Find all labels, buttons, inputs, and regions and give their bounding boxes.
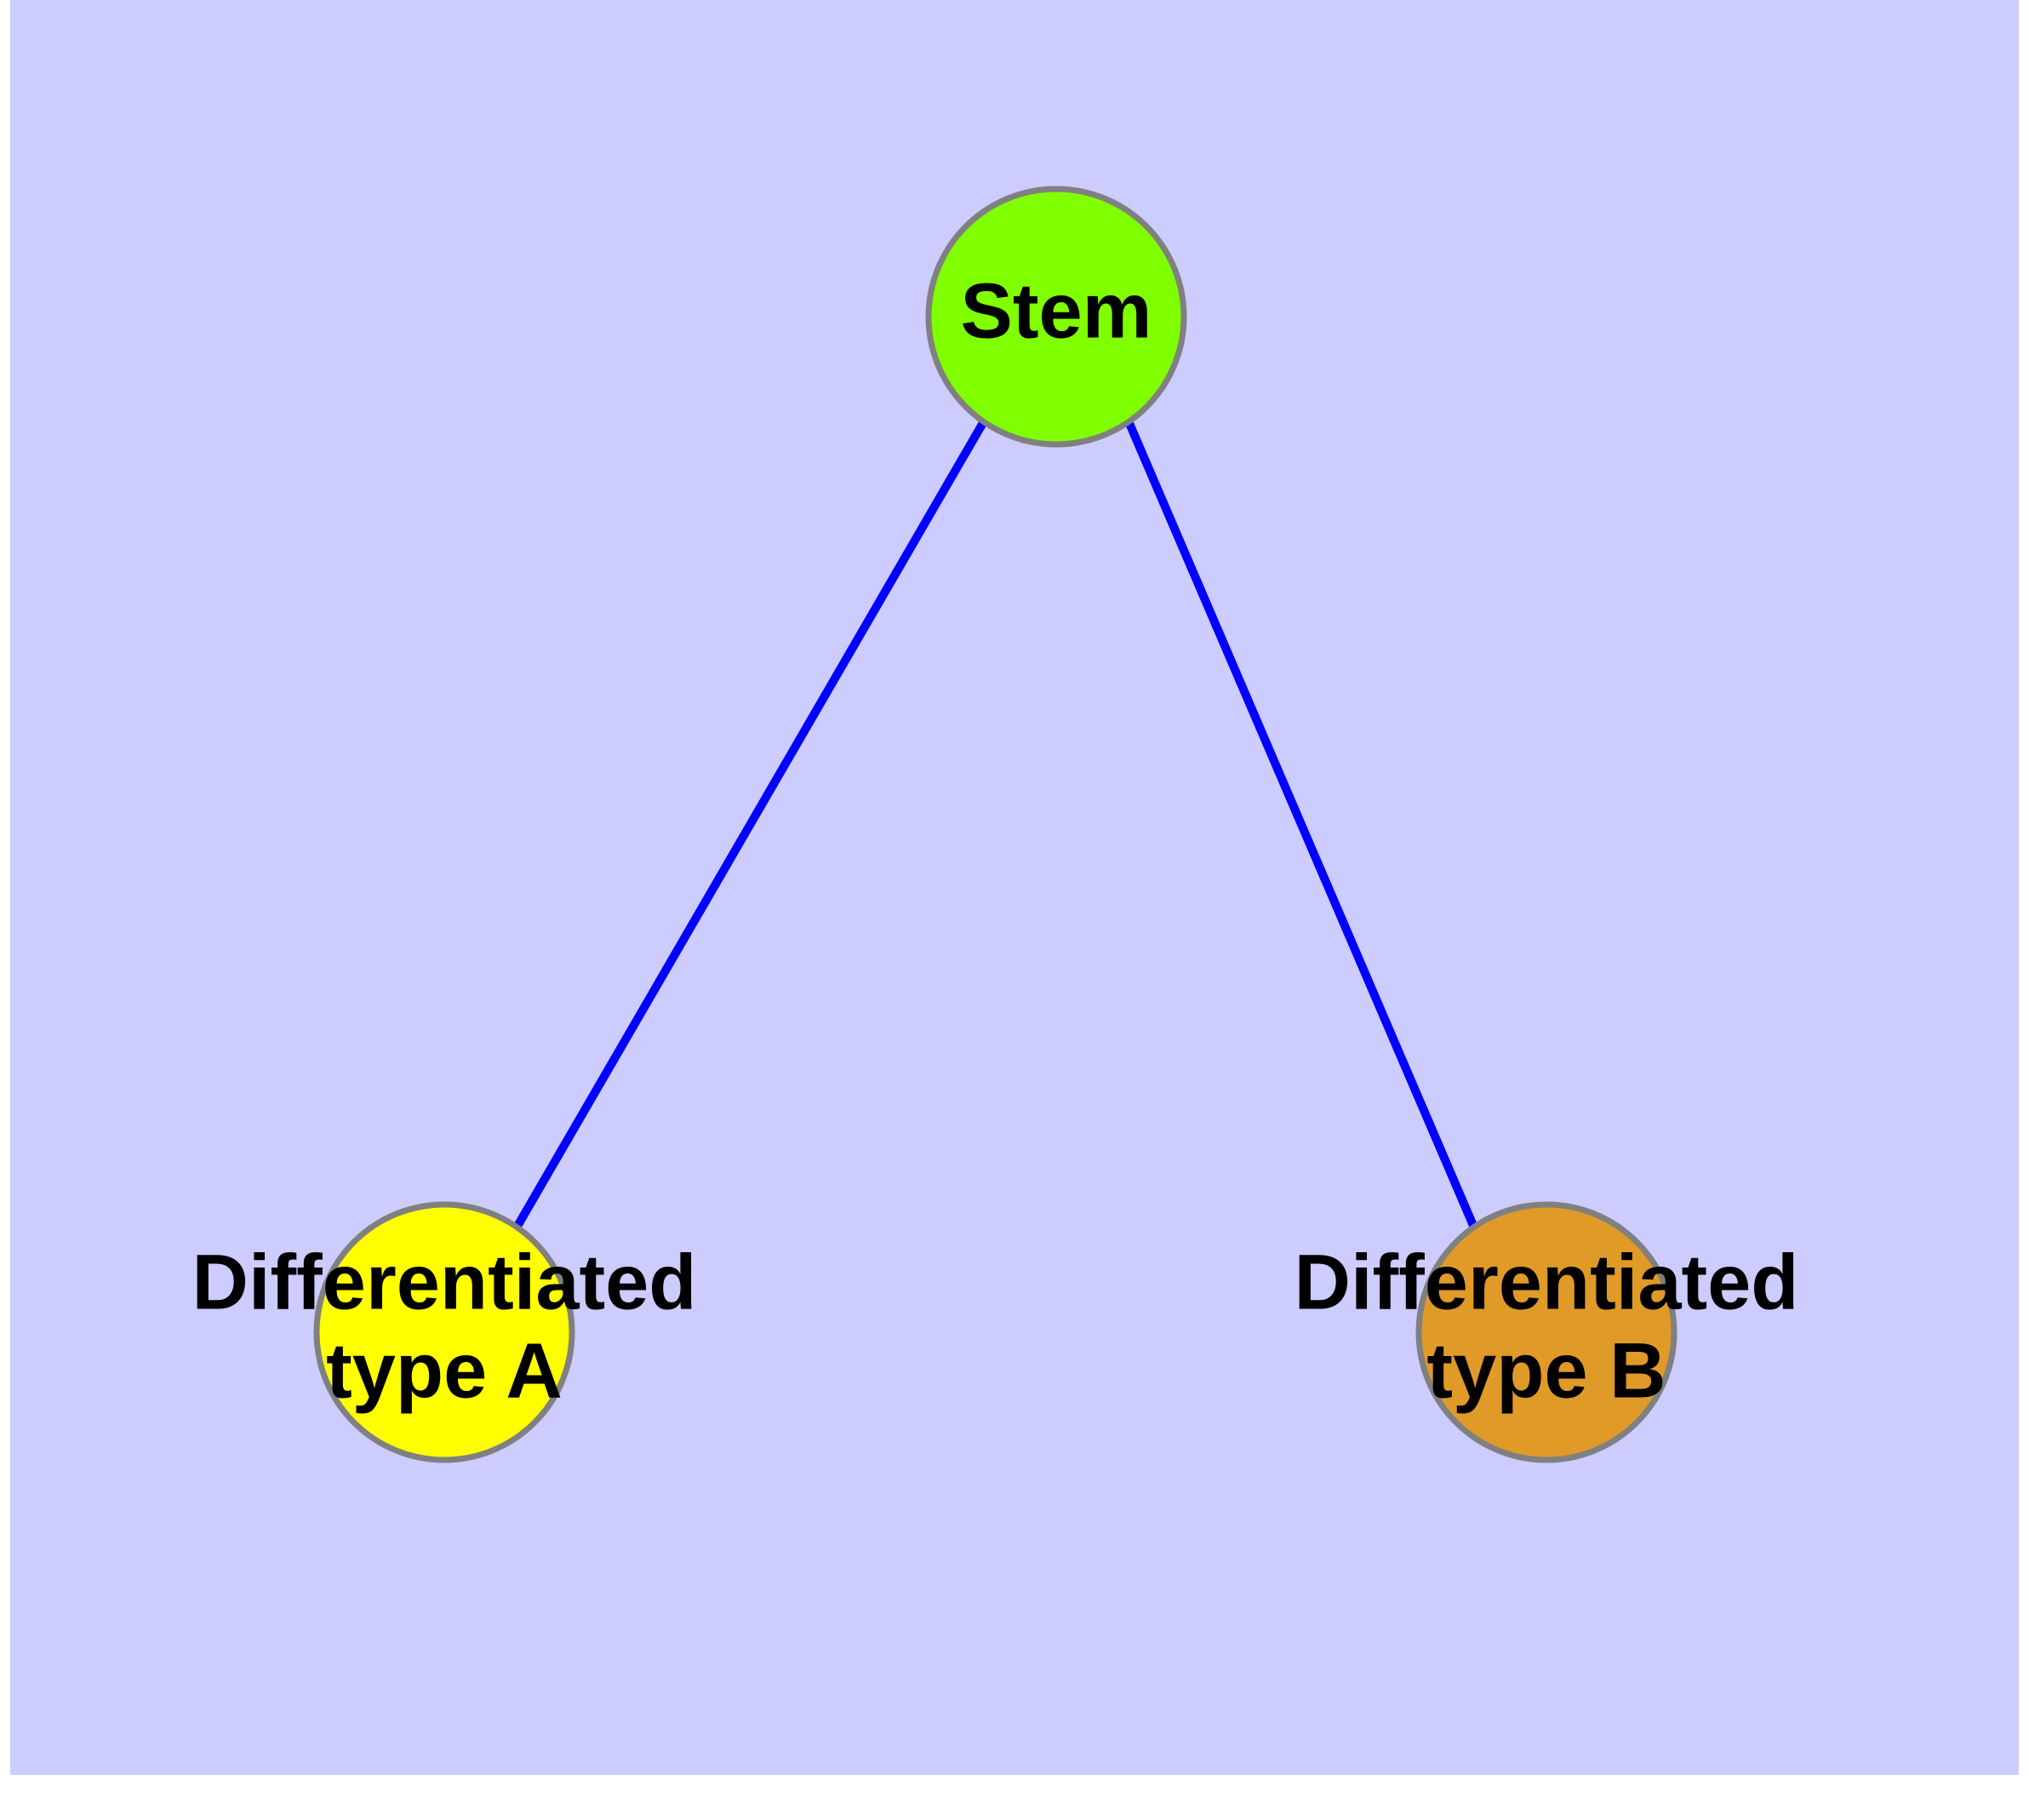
node-differentiated-type-b[interactable] [1415,1201,1677,1463]
node-stem[interactable] [925,186,1187,448]
edge-stem-to-differentiated-a[interactable] [512,419,988,1230]
node-label-differentiated-b-line2: type B [1426,1327,1666,1414]
node-layer [313,186,1677,1463]
edge-layer [512,419,1478,1230]
node-label-stem: Stem [961,267,1152,354]
edge-stem-to-differentiated-b[interactable] [1124,420,1478,1229]
node-label-differentiated-b-line1: Differentiated [1295,1239,1799,1325]
label-layer: Stem Differentiated type A Differentiate… [192,267,1799,1414]
node-differentiated-type-a[interactable] [313,1201,575,1463]
node-label-differentiated-a-line1: Differentiated [192,1239,697,1325]
node-label-differentiated-a-line2: type A [326,1327,563,1414]
